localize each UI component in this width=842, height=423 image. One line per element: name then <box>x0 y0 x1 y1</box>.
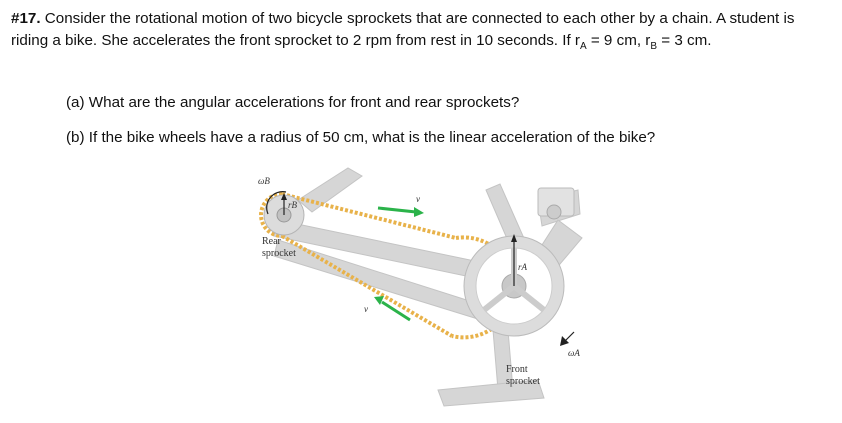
velocity-bottom-arrowhead <box>374 296 384 305</box>
omega-a-arrowhead <box>560 336 569 346</box>
question-part-a: (a) What are the angular accelerations f… <box>66 94 520 111</box>
velocity-bottom-arrow <box>381 300 411 322</box>
rear-sprocket-label-1: Rear <box>262 236 282 247</box>
problem-text-tail: = 3 cm. <box>657 32 712 49</box>
velocity-top-arrow <box>377 206 417 214</box>
velocity-top-arrowhead <box>414 207 424 217</box>
problem-text: Consider the rotational motion of two bi… <box>11 10 795 49</box>
problem-number: #17. <box>11 10 41 27</box>
radius-b-label: rB <box>288 200 298 210</box>
problem-text-mid: = 9 cm, r <box>586 32 651 49</box>
omega-b-arrow <box>266 191 287 215</box>
velocity-top-label: v <box>416 194 420 204</box>
front-sprocket-label-1: Front <box>506 364 528 375</box>
chain <box>259 192 516 340</box>
front-sprocket-label-2: sprocket <box>506 376 540 387</box>
problem-statement: #17. Consider the rotational motion of t… <box>11 8 833 58</box>
omega-a-label: ωA <box>568 348 580 358</box>
pedal <box>537 187 575 220</box>
rear-sprocket-label-2: sprocket <box>262 248 296 259</box>
subscript-a: A <box>579 41 587 53</box>
radius-b-arrowhead <box>281 193 287 200</box>
velocity-bottom-label: v <box>364 304 368 314</box>
sprocket-figure: ωB rB rA ωA v v Rear sprocket Front spro… <box>258 167 583 407</box>
radius-a-label: rA <box>518 262 528 272</box>
question-part-b: (b) If the bike wheels have a radius of … <box>66 129 656 146</box>
omega-b-label: ωB <box>258 176 270 186</box>
subscript-b: B <box>650 41 658 53</box>
radius-a-arrowhead <box>511 234 517 242</box>
